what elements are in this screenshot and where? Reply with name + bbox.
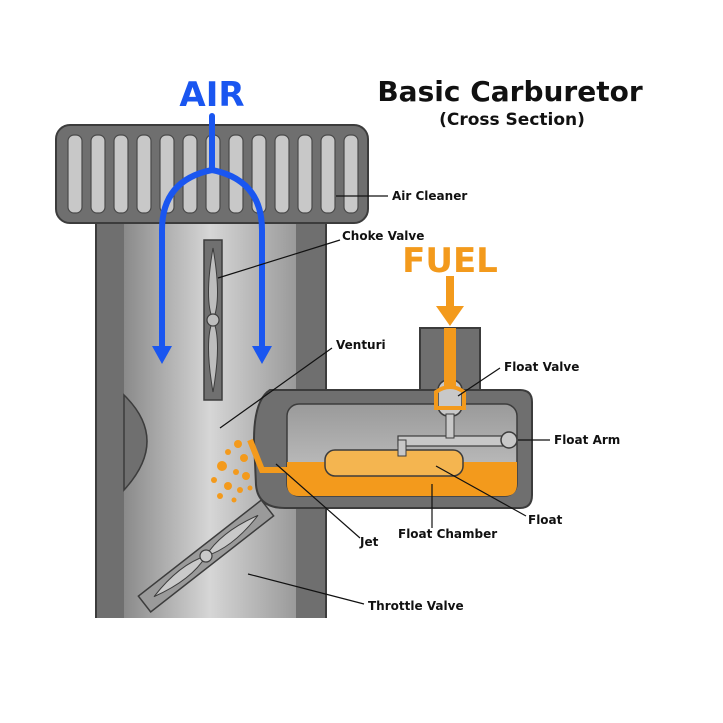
label-jet: Jet: [359, 535, 379, 549]
air-flow-arrows: [159, 113, 265, 351]
label-float-valve: Float Valve: [504, 360, 579, 374]
fuel-flow-arrow: [436, 276, 464, 326]
throttle-valve: [137, 499, 275, 613]
label-float-arm: Float Arm: [554, 433, 620, 447]
choke-valve: [203, 239, 223, 401]
label-choke-valve: Choke Valve: [342, 229, 424, 243]
diagram-subtitle: (Cross Section): [439, 110, 585, 130]
label-venturi: Venturi: [336, 338, 386, 352]
label-float: Float: [528, 513, 563, 527]
float-chamber-housing: [247, 327, 533, 509]
callout-leaders: [217, 195, 550, 605]
air-cleaner: [55, 124, 369, 224]
fuel-label: FUEL: [402, 241, 498, 281]
label-float-chamber: Float Chamber: [398, 527, 497, 541]
diagram-title: Basic Carburetor: [377, 75, 642, 108]
air-arrowheads: [152, 346, 272, 364]
label-air-cleaner: Air Cleaner: [392, 189, 467, 203]
fuel-spray: [211, 440, 253, 503]
air-label: AIR: [179, 75, 244, 115]
label-throttle-valve: Throttle Valve: [368, 599, 464, 613]
